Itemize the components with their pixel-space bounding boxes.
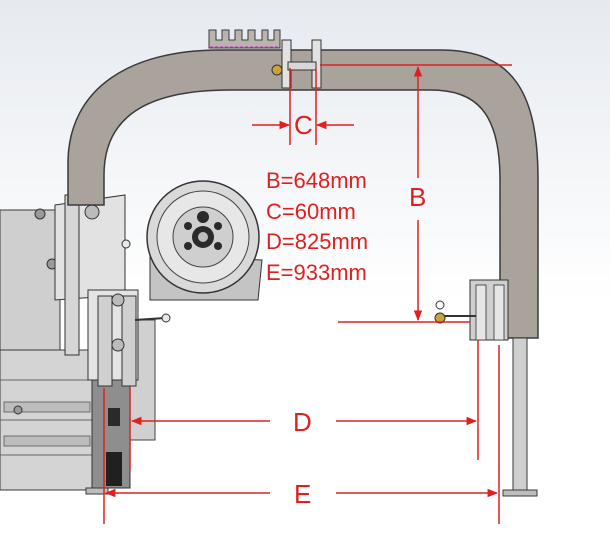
left-mounting-plates	[54, 194, 171, 387]
hitch-frame	[67, 49, 539, 497]
right-lower-hitch	[434, 279, 509, 341]
spec-b: B=648mm	[266, 168, 367, 193]
spec-e: E=933mm	[266, 259, 367, 285]
dimension-label-d: D	[293, 407, 312, 437]
dimension-spec-list: B=648mm C=60mm D=825mm E=933mm	[266, 166, 368, 288]
dimension-lines	[103, 64, 512, 524]
dimension-label-b: B	[409, 182, 426, 212]
dimension-label-c: C	[294, 110, 313, 140]
dimension-label-e: E	[294, 479, 311, 509]
pulley-housing	[146, 180, 263, 301]
spec-d: D=825mm	[266, 229, 369, 254]
mower-body	[0, 208, 156, 491]
spec-c: C=60mm	[266, 198, 356, 224]
top-link-bracket	[208, 29, 322, 89]
